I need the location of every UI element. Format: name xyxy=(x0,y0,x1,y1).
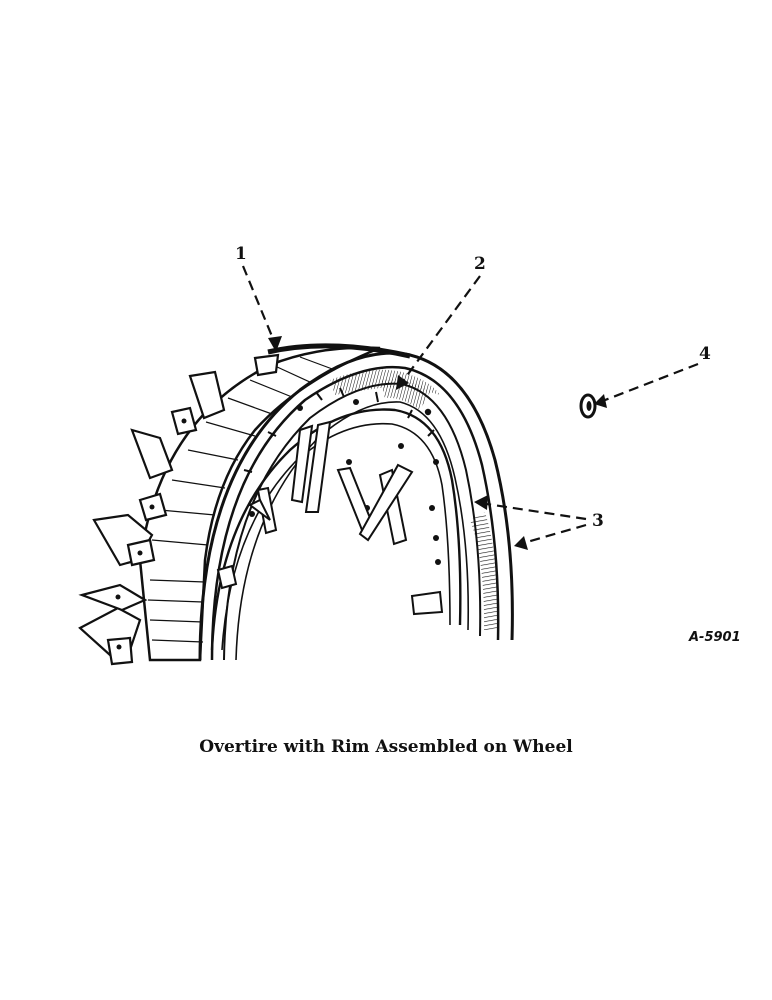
overtire-band xyxy=(138,343,411,662)
callout-4: 4 xyxy=(699,344,711,364)
callout-3: 3 xyxy=(592,511,604,531)
rim-rings xyxy=(198,351,514,661)
callout-1: 1 xyxy=(235,244,247,264)
figure-caption: Overtire with Rim Assembled on Wheel xyxy=(199,737,573,757)
tread-lugs xyxy=(78,353,280,666)
leader-lines xyxy=(241,265,699,546)
part-4-washer xyxy=(579,393,597,419)
figure-code: A-5901 xyxy=(689,630,741,645)
callout-2: 2 xyxy=(474,254,486,274)
wheel-rim xyxy=(210,408,462,651)
leader-arrowheads xyxy=(268,336,607,550)
wheel-spokes xyxy=(216,420,444,616)
